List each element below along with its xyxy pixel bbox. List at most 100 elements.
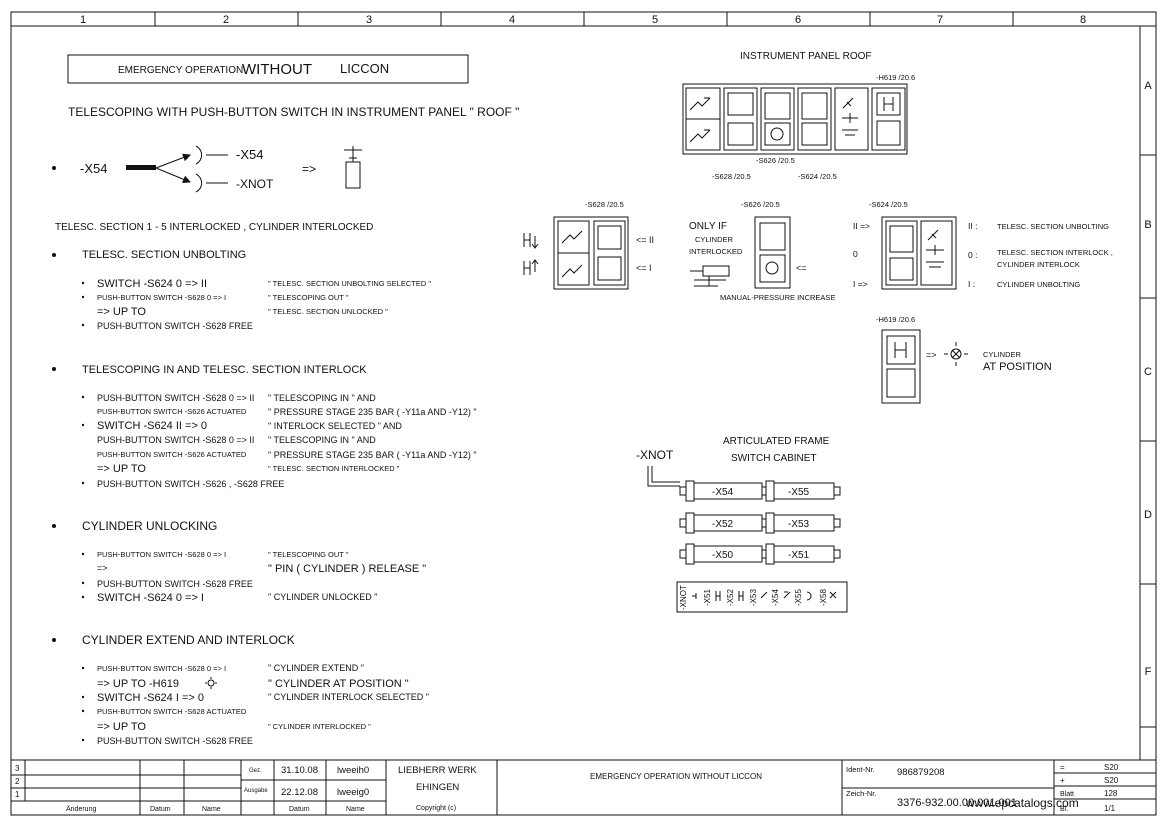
step-action: PUSH-BUTTON SWITCH -S626 ACTUATED: [97, 450, 247, 459]
company-line-2: EHINGEN: [416, 782, 459, 793]
pos-0: 0: [853, 249, 858, 259]
zeich-label: Zeich-Nr.: [846, 789, 876, 798]
step-action: SWITCH -S624 0 => II: [97, 278, 207, 290]
step-action: PUSH-BUTTON SWITCH -S628 FREE: [97, 321, 253, 331]
step-action: PUSH-BUTTON SWITCH -S628 0 => II: [97, 435, 254, 445]
step-result: " CYLINDER EXTEND ": [268, 663, 364, 673]
only-if-cylinder: CYLINDER: [695, 235, 734, 244]
step-result: " PRESSURE STAGE 235 BAR ( -Y11a AND -Y1…: [268, 450, 477, 460]
at-position-label: AT POSITION: [983, 361, 1052, 373]
step-action: => UP TO: [97, 463, 146, 475]
cabinet-title-2: SWITCH CABINET: [731, 453, 817, 464]
grid-column-label: 7: [937, 14, 943, 26]
socket-x53: -X53: [765, 512, 841, 534]
switch-s624[interactable]: [797, 87, 832, 151]
ident-label: Ident-Nr.: [846, 765, 875, 774]
connector-left-label: -X54: [80, 161, 107, 176]
lamp-indicator-icon: [944, 342, 968, 366]
rev-row: 3: [15, 764, 20, 773]
step-action: PUSH-BUTTON SWITCH -S628 ACTUATED: [97, 707, 247, 716]
text-0b: CYLINDER INTERLOCK: [997, 260, 1080, 269]
step-result: " TELESC. SECTION UNBOLTING SELECTED ": [268, 279, 431, 288]
section-cylinder-unlocking: CYLINDER UNLOCKING PUSH-BUTTON SWITCH -S…: [52, 519, 426, 604]
title-liccon: LICCON: [340, 61, 389, 76]
grid-column-label: 1: [80, 14, 86, 26]
cylinder-label: CYLINDER: [983, 350, 1022, 359]
lock-symbol-icon: [834, 87, 869, 151]
grid-column-label: 2: [223, 14, 229, 26]
section-telescoping-in: TELESCOPING IN AND TELESC. SECTION INTER…: [52, 364, 477, 489]
only-if-interlocked: INTERLOCKED: [689, 247, 743, 256]
title-prefix: EMERGENCY OPERATION: [118, 65, 243, 76]
step-action: => UP TO: [97, 306, 146, 318]
telescope-in-icon: [523, 233, 539, 249]
connector-symbol: -X54 -X54 -XNOT =>: [52, 145, 362, 193]
detail-s626: -S626 /20.5 ONLY IF CYLINDER INTERLOCKED…: [689, 200, 835, 302]
step-action: PUSH-BUTTON SWITCH -S626 ACTUATED: [97, 407, 247, 416]
detail-s628: -S628 /20.5 <= II <= I: [523, 200, 654, 290]
strip-label: -X52: [726, 589, 735, 606]
ausgabe-name: lweeig0: [337, 787, 369, 798]
copyright: Copyright (c): [416, 805, 456, 812]
company-line-1: LIEBHERR WERK: [398, 765, 477, 776]
rev-row: 2: [15, 777, 20, 786]
socket-label: -X53: [788, 519, 810, 530]
switch-s626[interactable]: [760, 87, 795, 151]
lamp-h619: [871, 87, 906, 151]
step-result: " CYLINDER AT POSITION ": [268, 678, 409, 690]
grid-row-label: D: [1144, 509, 1152, 521]
step-action: PUSH-BUTTON SWITCH -S628 0 => I: [97, 550, 226, 559]
panel-h619-ref: -H619 /20.6: [876, 73, 915, 82]
panel-title: INSTRUMENT PANEL ROOF: [740, 51, 872, 62]
step-action: PUSH-BUTTON SWITCH -S628 0 => II: [97, 393, 254, 403]
step-action: PUSH-BUTTON SWITCH -S628 0 => I: [97, 293, 226, 302]
strip-label: -X51: [703, 589, 712, 606]
zeich-value: 3376-932.00.00.001.001: [897, 797, 1017, 809]
switch-s628[interactable]: [723, 87, 758, 151]
step-action: => UP TO -H619: [97, 678, 179, 690]
plus-symbol: +: [1060, 776, 1065, 785]
cabinet-xnot: -XNOT: [636, 448, 674, 462]
blatt-label: Blatt: [1060, 791, 1074, 798]
detail-s628-arrow-top: <= II: [636, 235, 654, 245]
text-i: CYLINDER UNBOLTING: [997, 280, 1080, 289]
rev-row: 1: [15, 790, 20, 799]
ausgabe-date: 22.12.08: [281, 787, 318, 798]
step-action: SWITCH -S624 0 => I: [97, 592, 204, 604]
socket-x52: -X52: [679, 512, 767, 534]
socket-x51: -X51: [765, 543, 841, 565]
grid-row-label: A: [1144, 80, 1152, 92]
section-title: TELESCOPING IN AND TELESC. SECTION INTER…: [82, 364, 367, 376]
header-datum: Datum: [150, 806, 171, 813]
step-action: SWITCH -S624 I => 0: [97, 692, 204, 704]
connector-bottom-label: -XNOT: [236, 177, 274, 191]
step-result: " CYLINDER INTERLOCKED ": [268, 722, 371, 731]
step-result: " TELESCOPING OUT ": [268, 293, 349, 302]
switch-cabinet: ARTICULATED FRAME SWITCH CABINET -XNOT -…: [636, 436, 848, 613]
telescope-symbol-icon: [685, 87, 721, 151]
connector-top-label: -X54: [236, 147, 263, 162]
socket-label: -X54: [712, 487, 734, 498]
step-result: " CYLINDER INTERLOCK SELECTED ": [268, 692, 429, 702]
step-action: SWITCH -S624 II => 0: [97, 420, 207, 432]
detail-s626-arrow: <=: [796, 263, 807, 273]
gez-label: Gez.: [249, 768, 262, 774]
drawing-title: EMERGENCY OPERATION WITHOUT LICCON: [590, 772, 762, 781]
panel-s626-ref: -S626 /20.5: [756, 156, 795, 165]
title-box: EMERGENCY OPERATION WITHOUT LICCON: [67, 54, 469, 84]
socket-label: -X51: [788, 550, 810, 561]
watermark: www.epcatalogs.com: [965, 796, 1079, 810]
grid-column-label: 3: [366, 14, 372, 26]
step-action: PUSH-BUTTON SWITCH -S628 FREE: [97, 579, 253, 589]
detail-s626-ref: -S626 /20.5: [741, 200, 780, 209]
step-action: PUSH-BUTTON SWITCH -S626 , -S628 FREE: [97, 479, 284, 489]
step-result: " TELESC. SECTION INTERLOCKED ": [268, 464, 400, 473]
col-name: Name: [346, 806, 365, 813]
grid-column-label: 4: [509, 14, 515, 26]
cabinet-title-1: ARTICULATED FRAME: [723, 436, 830, 447]
eq-value: S20: [1104, 763, 1119, 772]
text-0a: TELESC. SECTION INTERLOCK ,: [997, 248, 1113, 257]
label-i: I :: [968, 279, 975, 289]
detail-s624: -S624 /20.5 II => 0 I => II : TELESC. SE…: [853, 200, 1113, 290]
